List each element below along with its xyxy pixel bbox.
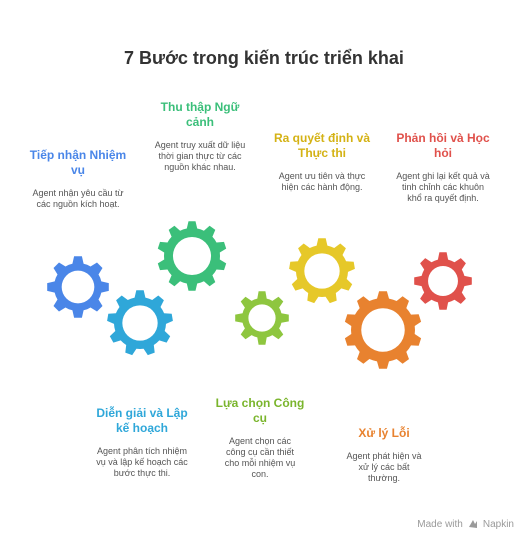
brand-made-with: Made with — [417, 518, 463, 530]
napkin-brand[interactable]: Made with Napkin — [417, 518, 514, 530]
brand-name: Napkin — [482, 518, 514, 530]
step-3: Thu thập Ngữ cảnh Agent truy xuất dữ liệ… — [150, 100, 250, 173]
step-2-desc: Agent phân tích nhiệm vụ và lập kế hoạch… — [96, 446, 188, 478]
step-1-desc: Agent nhận yêu cầu từ các nguồn kích hoạ… — [32, 188, 124, 209]
gear-6-icon — [344, 291, 422, 369]
step-6: Xử lý Lỗi Agent phát hiện và xử lý các b… — [338, 426, 430, 484]
step-5-desc: Agent ưu tiên và thực hiện các hành động… — [278, 171, 366, 192]
step-4: Lựa chọn Công cụ Agent chọn các công cụ … — [212, 396, 308, 480]
diagram-title: 7 Bước trong kiến trúc triển khai — [124, 48, 404, 68]
gear-5-icon — [289, 238, 355, 304]
napkin-logo-icon — [467, 518, 479, 530]
step-3-title: Thu thập Ngữ cảnh — [160, 100, 240, 129]
step-5: Ra quyết định và Thực thi Agent ưu tiên … — [270, 131, 374, 193]
step-2-title: Diễn giải và Lập kế hoạch — [96, 406, 188, 435]
step-6-desc: Agent phát hiện và xử lý các bất thường. — [346, 451, 422, 483]
step-1: Tiếp nhận Nhiệm vụ Agent nhận yêu cầu từ… — [26, 148, 130, 210]
gear-4-icon — [235, 291, 289, 345]
step-4-title: Lựa chọn Công cụ — [215, 396, 305, 425]
gear-1-icon — [47, 256, 109, 318]
gear-2-icon — [107, 290, 173, 356]
step-2: Diễn giải và Lập kế hoạch Agent phân tíc… — [92, 406, 192, 479]
gear-3-icon — [157, 221, 227, 291]
step-7-desc: Agent ghi lại kết quả và tinh chỉnh các … — [396, 171, 490, 203]
step-4-desc: Agent chọn các công cụ cần thiết cho mỗi… — [224, 436, 296, 479]
step-6-title: Xử lý Lỗi — [358, 426, 410, 440]
gear-7-icon — [414, 252, 472, 310]
step-3-desc: Agent truy xuất dữ liệu thời gian thực t… — [154, 140, 246, 172]
step-5-title: Ra quyết định và Thực thi — [273, 131, 371, 160]
step-1-title: Tiếp nhận Nhiệm vụ — [29, 148, 127, 177]
step-7: Phản hồi và Học hỏi Agent ghi lại kết qu… — [388, 131, 498, 204]
step-7-title: Phản hồi và Học hỏi — [396, 131, 490, 160]
